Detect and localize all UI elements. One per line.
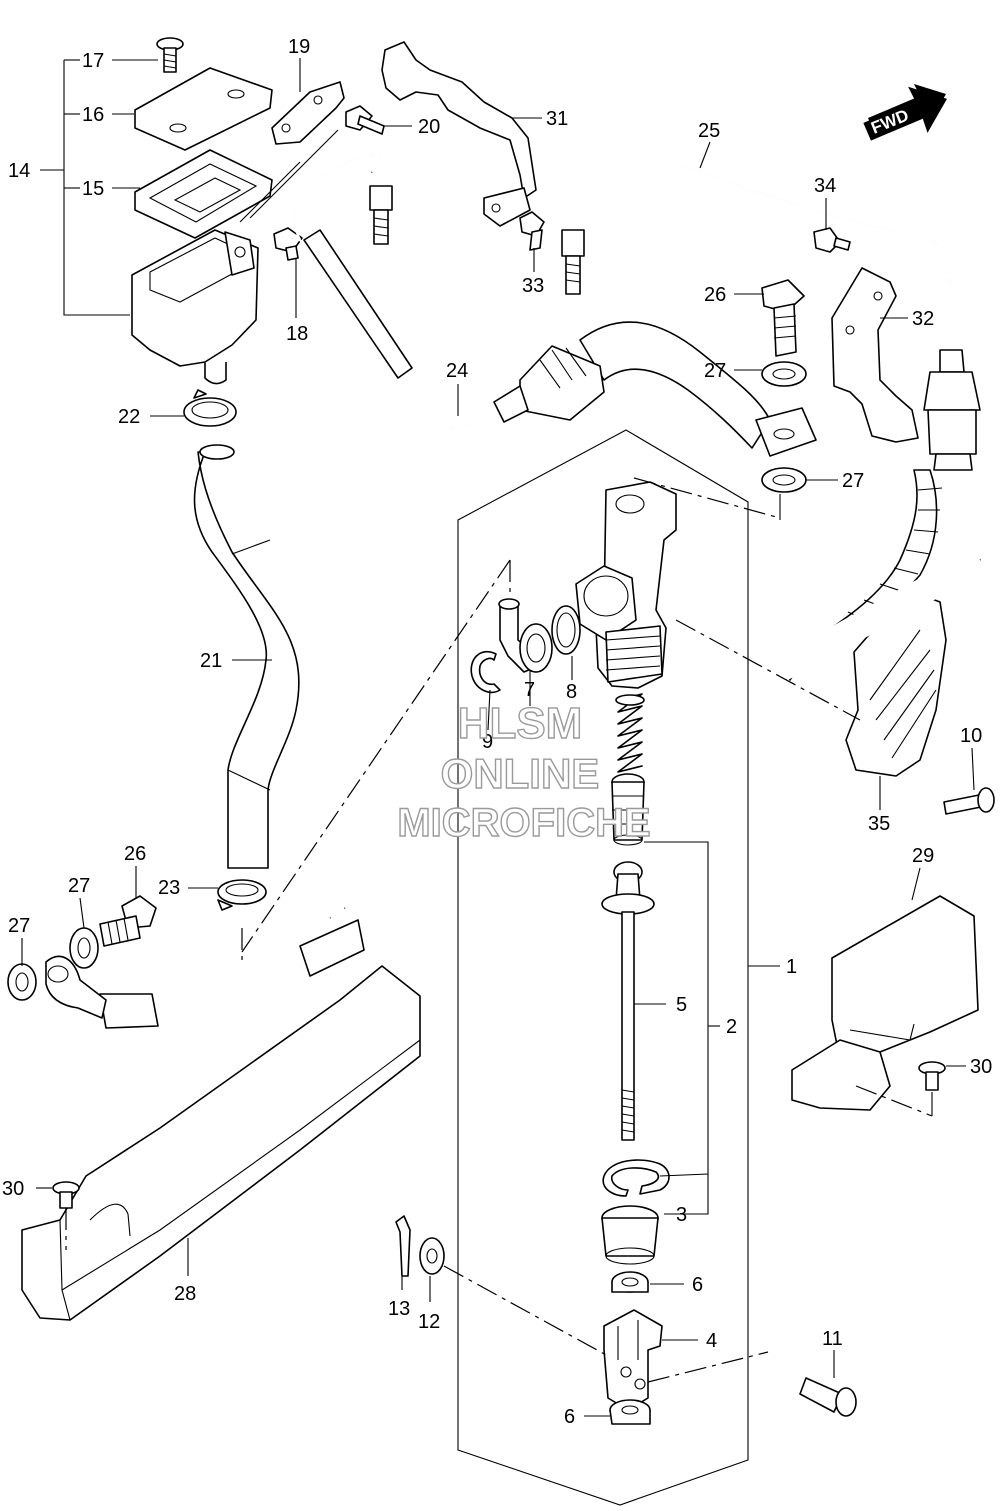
push-rod-5 xyxy=(601,861,655,1141)
hose-fitting-7 xyxy=(498,598,553,673)
circlip-9 xyxy=(470,651,501,694)
callout-12: 12 xyxy=(418,1311,440,1333)
callout-21: 21 xyxy=(200,650,222,672)
assembly-bracket-14 xyxy=(40,59,130,316)
callout-34: 34 xyxy=(814,175,836,197)
brake-pipe-24 xyxy=(293,153,521,429)
callout-5: 5 xyxy=(676,994,687,1016)
callout-26-lower: 26 xyxy=(124,843,146,865)
callout-20: 20 xyxy=(418,116,440,138)
lower-cover-28 xyxy=(21,965,421,1321)
reservoir-cover-29 xyxy=(831,895,979,1061)
watermark-line-2: ONLINE xyxy=(441,750,600,797)
fwd-arrow-badge: FWD xyxy=(863,84,947,141)
callout-27-upper: 27 xyxy=(704,360,726,382)
washer-27a xyxy=(761,361,807,387)
callout-6-lower: 6 xyxy=(564,1406,575,1428)
callout-13: 13 xyxy=(388,1298,410,1320)
screw-30-right xyxy=(918,1061,946,1091)
washer-27c xyxy=(69,927,99,969)
washer-12 xyxy=(419,1237,445,1275)
bolt-33 xyxy=(519,211,545,251)
callout-7: 7 xyxy=(524,679,535,701)
bolt-34 xyxy=(813,227,851,253)
banjo-bolt-26-lower xyxy=(99,895,157,947)
callout-24: 24 xyxy=(446,360,468,382)
washer-27b xyxy=(761,467,807,493)
o-ring-8 xyxy=(551,605,581,655)
cotter-pin-13 xyxy=(395,1215,411,1277)
brake-pipe-25 xyxy=(561,162,952,351)
callout-9: 9 xyxy=(482,731,493,753)
screw-17 xyxy=(156,37,184,73)
bolt-20 xyxy=(345,105,385,135)
callout-35: 35 xyxy=(868,813,890,835)
guard-bracket-31 xyxy=(381,41,537,199)
callout-33: 33 xyxy=(522,275,544,297)
callout-27-middle: 27 xyxy=(842,470,864,492)
callout-28: 28 xyxy=(174,1283,196,1305)
callout-31: 31 xyxy=(546,108,568,130)
dust-boot-3 xyxy=(601,1205,659,1265)
callout-3: 3 xyxy=(676,1204,687,1226)
callout-2: 2 xyxy=(726,1016,737,1038)
callout-1: 1 xyxy=(786,956,797,978)
nut-6-lower xyxy=(609,1399,651,1425)
callout-29: 29 xyxy=(912,845,934,867)
brake-hose-lower xyxy=(45,548,987,1030)
diaphragm-15 xyxy=(134,149,273,239)
callout-30-right: 30 xyxy=(970,1056,992,1078)
hose-clamp-22 xyxy=(183,389,237,427)
brake-hose-upper xyxy=(493,321,817,457)
screw-10 xyxy=(943,787,995,815)
kit-outline-1 xyxy=(457,429,749,1506)
hose-clamp-23 xyxy=(217,879,267,911)
washer-27d xyxy=(7,963,37,1001)
watermark-line-1: HLSM xyxy=(458,699,583,748)
fwd-label: FWD xyxy=(868,106,911,138)
reservoir-hose-21 xyxy=(193,451,300,869)
callout-27-lower-b: 27 xyxy=(8,915,30,937)
callout-23: 23 xyxy=(158,877,180,899)
banjo-bolt-26-upper xyxy=(761,279,805,357)
clevis-4 xyxy=(603,1309,663,1411)
callout-18: 18 xyxy=(286,323,308,345)
callout-4: 4 xyxy=(706,1330,717,1352)
callout-32: 32 xyxy=(912,308,934,330)
leader-lines xyxy=(21,58,975,1417)
callout-11: 11 xyxy=(822,1328,843,1350)
callout-6-upper: 6 xyxy=(692,1274,703,1296)
callout-19: 19 xyxy=(288,36,310,58)
callout-14: 14 xyxy=(8,160,30,182)
return-spring xyxy=(615,693,645,773)
reservoir-body xyxy=(131,229,259,385)
callout-25: 25 xyxy=(698,120,720,142)
callout-22: 22 xyxy=(118,406,140,428)
callout-15: 15 xyxy=(82,178,104,200)
master-cylinder-body xyxy=(575,481,677,689)
callout-16: 16 xyxy=(82,104,104,126)
piston-2 xyxy=(611,773,645,846)
callout-10: 10 xyxy=(960,725,982,747)
bolt-18 xyxy=(273,227,303,261)
callout-17: 17 xyxy=(82,50,104,72)
watermark-line-3: MICROFICHE xyxy=(397,801,650,845)
reservoir-cap-16 xyxy=(134,67,273,151)
clevis-pin-11 xyxy=(799,1377,857,1417)
callout-26-upper: 26 xyxy=(704,284,726,306)
callout-labels: 17 16 14 15 19 20 18 22 31 33 25 34 26 3… xyxy=(2,36,992,1428)
bracket-32 xyxy=(831,267,919,443)
callout-27-lower-a: 27 xyxy=(68,875,90,897)
circlip-rod xyxy=(602,1159,670,1197)
callout-8: 8 xyxy=(566,681,577,703)
nut-6-upper xyxy=(611,1271,649,1293)
screw-30-left xyxy=(52,1181,80,1209)
watermark: HLSM ONLINE MICROFICHE xyxy=(397,698,652,845)
callout-30-left: 30 xyxy=(2,1178,24,1200)
